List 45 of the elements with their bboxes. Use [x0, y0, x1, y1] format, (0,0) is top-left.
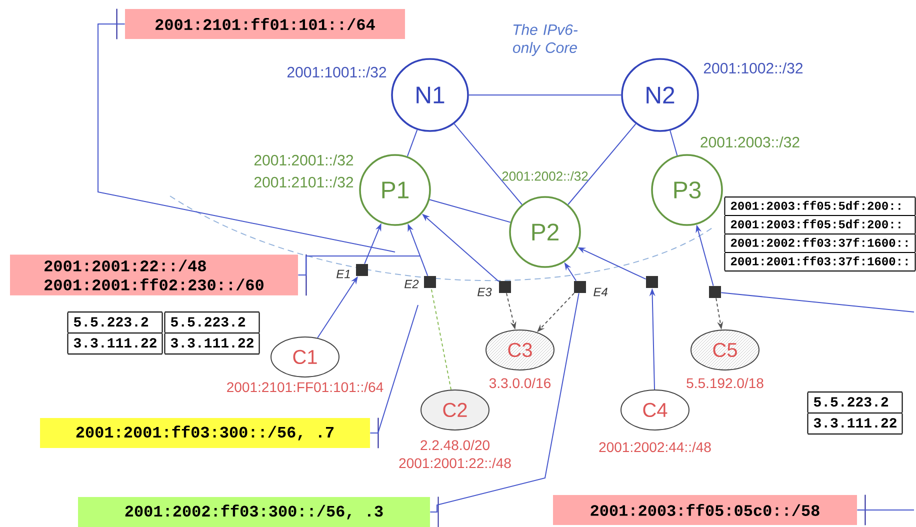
link-line: [454, 123, 522, 205]
leader-line: [298, 256, 420, 276]
link-line: [406, 129, 418, 157]
prefix-label: 2001:2002:44::/48: [599, 442, 711, 452]
router-square: [424, 276, 436, 288]
callout-box: 2001:2003:ff05:05c0::/58: [553, 494, 866, 526]
link-line: [430, 288, 452, 390]
callout-box: 2001:2002:ff03:300::/56, .3: [78, 496, 439, 527]
prefix-label: 2001:2001::/32: [254, 154, 354, 166]
router-label: E1: [336, 270, 350, 278]
address-table: 5.5.223.2 3.3.111.22: [67, 311, 163, 354]
prefix-label: 5.5.192.0/18: [686, 378, 764, 388]
address-table: 2001:2003:ff05:5df:200:: 2001:2003:ff05:5df:200:: 2001:2002:ff03:37f:1600:: 2001:2001:ff03:37f:1600::: [724, 196, 916, 272]
cloud-label: The IPv6-only Core: [512, 24, 578, 56]
router-square: [709, 286, 721, 298]
link-line: [568, 123, 636, 205]
leader-line: [856, 509, 914, 510]
prefix-label: 2001:2101:FF01:101::/64: [227, 382, 384, 392]
link-line: [430, 292, 580, 512]
prefix-label: 2001:2002::/32: [502, 171, 588, 181]
router-label: E3: [478, 288, 492, 296]
link-line: [429, 199, 511, 223]
leader-line: [720, 292, 914, 312]
prefix-label: 2001:2101::/32: [254, 176, 354, 188]
address-table: 5.5.223.2 3.3.111.22: [807, 391, 903, 434]
prefix-label: 2001:1001::/32: [287, 66, 386, 78]
address-table: 5.5.223.2 3.3.111.22: [164, 311, 260, 354]
router-label: E2: [404, 280, 419, 288]
callout-box: 2001:2101:ff01:101::/64: [116, 8, 405, 40]
leader-line: [370, 304, 418, 434]
prefix-label: 2001:1002::/32: [704, 62, 803, 74]
callout-box: 2001:2001:22::/48 2001:2001:ff02:230::/60: [10, 254, 307, 296]
router-square: [574, 280, 586, 293]
link-line: [670, 130, 678, 156]
callout-box: 2001:2001:ff03:300::/56, .7: [40, 417, 379, 449]
prefix-label: 2001:2001:22::/48: [399, 458, 511, 468]
router-square: [356, 264, 368, 276]
router-label: E4: [594, 288, 608, 296]
prefix-label: 2001:2003::/32: [700, 136, 800, 148]
prefix-label: 2.2.48.0/20: [420, 440, 490, 450]
prefix-label: 3.3.0.0/16: [489, 378, 551, 388]
leader-line: [98, 24, 396, 252]
router-square: [499, 280, 511, 293]
router-square: [646, 276, 658, 288]
link-line: [468, 94, 622, 96]
